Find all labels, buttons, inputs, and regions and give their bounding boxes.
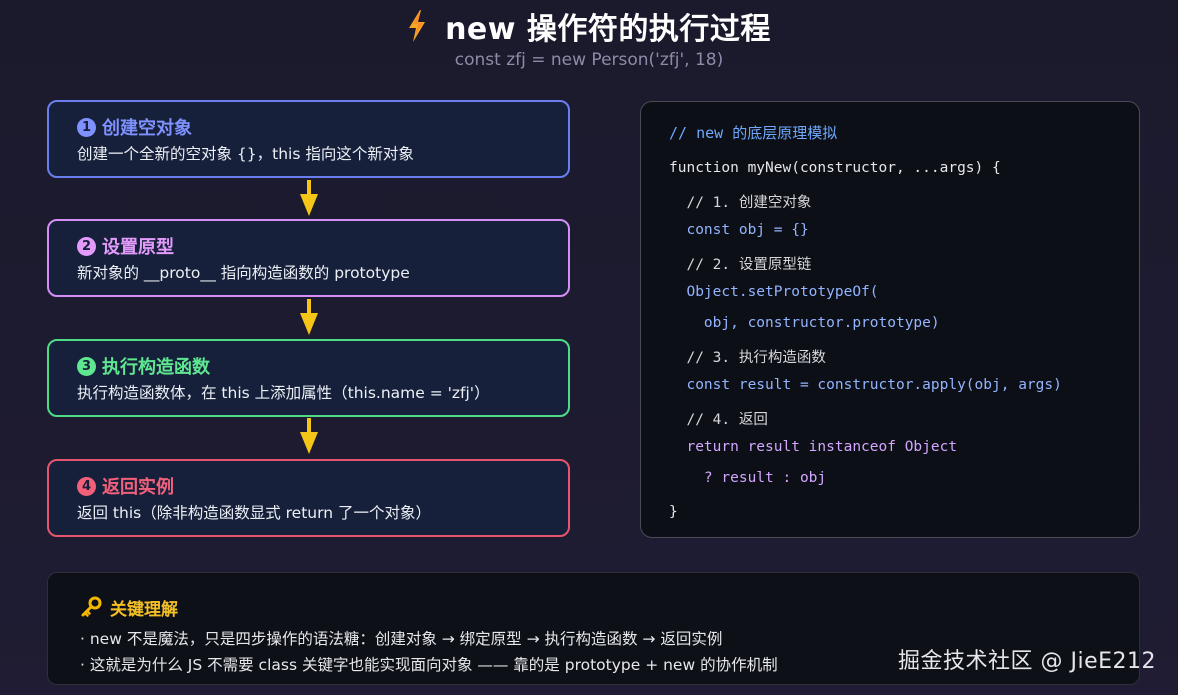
step-create-object: 1 创建空对象 创建一个全新的空对象 {}，this 指向这个新对象 (47, 100, 570, 178)
step-number-badge: 1 (77, 117, 96, 137)
step-return-instance: 4 返回实例 返回 this（除非构造函数显式 return 了一个对象） (47, 459, 570, 537)
code-line: } (669, 504, 678, 520)
key-point-line: · new 不是魔法，只是四步操作的语法糖：创建对象 → 绑定原型 → 执行构造… (80, 630, 723, 648)
code-line: const result = constructor.apply(obj, ar… (669, 377, 1062, 393)
code-panel: // new 的底层原理模拟 function myNew(constructo… (640, 101, 1140, 538)
code-line: // new 的底层原理模拟 (669, 124, 838, 142)
code-line: // 2. 设置原型链 (669, 257, 812, 273)
page-subtitle: const zfj = new Person('zfj', 18) (454, 50, 724, 70)
title-row: new 操作符的执行过程 (0, 6, 1178, 47)
step-description: 新对象的 __proto__ 指向构造函数的 prototype (77, 264, 410, 282)
arrow-down-icon (300, 299, 318, 335)
step-description: 执行构造函数体，在 this 上添加属性（this.name = 'zfj'） (77, 384, 490, 402)
step-run-constructor: 3 执行构造函数 执行构造函数体，在 this 上添加属性（this.name … (47, 339, 570, 417)
step-title: 返回实例 (102, 477, 174, 498)
step-title: 设置原型 (102, 237, 174, 258)
step-description: 返回 this（除非构造函数显式 return 了一个对象） (77, 504, 431, 522)
key-points-panel: 关键理解 · new 不是魔法，只是四步操作的语法糖：创建对象 → 绑定原型 →… (47, 572, 1140, 685)
key-points-title: 关键理解 (110, 599, 178, 620)
step-number-badge: 2 (77, 236, 96, 256)
step-number-badge: 3 (77, 356, 96, 376)
code-line: function myNew(constructor, ...args) { (669, 160, 1001, 176)
key-point-line: · 这就是为什么 JS 不需要 class 关键字也能实现面向对象 —— 靠的是… (80, 656, 778, 674)
step-set-prototype: 2 设置原型 新对象的 __proto__ 指向构造函数的 prototype (47, 219, 570, 297)
arrow-down-icon (300, 180, 318, 216)
code-line: // 1. 创建空对象 (669, 195, 812, 211)
lightning-icon (409, 10, 426, 42)
code-line: ? result : obj (669, 470, 827, 486)
code-line: // 3. 执行构造函数 (669, 350, 826, 366)
step-title: 创建空对象 (102, 118, 192, 139)
code-line: obj, constructor.prototype) (669, 315, 940, 331)
step-description: 创建一个全新的空对象 {}，this 指向这个新对象 (77, 145, 414, 163)
page-title: new 操作符的执行过程 (445, 12, 771, 47)
code-line: Object.setPrototypeOf( (669, 284, 879, 300)
key-icon (81, 596, 102, 617)
code-line: const obj = {} (669, 222, 809, 238)
step-title: 执行构造函数 (102, 357, 210, 378)
code-line: // 4. 返回 (669, 412, 768, 428)
watermark: 掘金技术社区 @ JieE212 (897, 649, 1156, 674)
step-number-badge: 4 (77, 476, 96, 496)
arrow-down-icon (300, 418, 318, 454)
code-line: return result instanceof Object (669, 439, 958, 455)
